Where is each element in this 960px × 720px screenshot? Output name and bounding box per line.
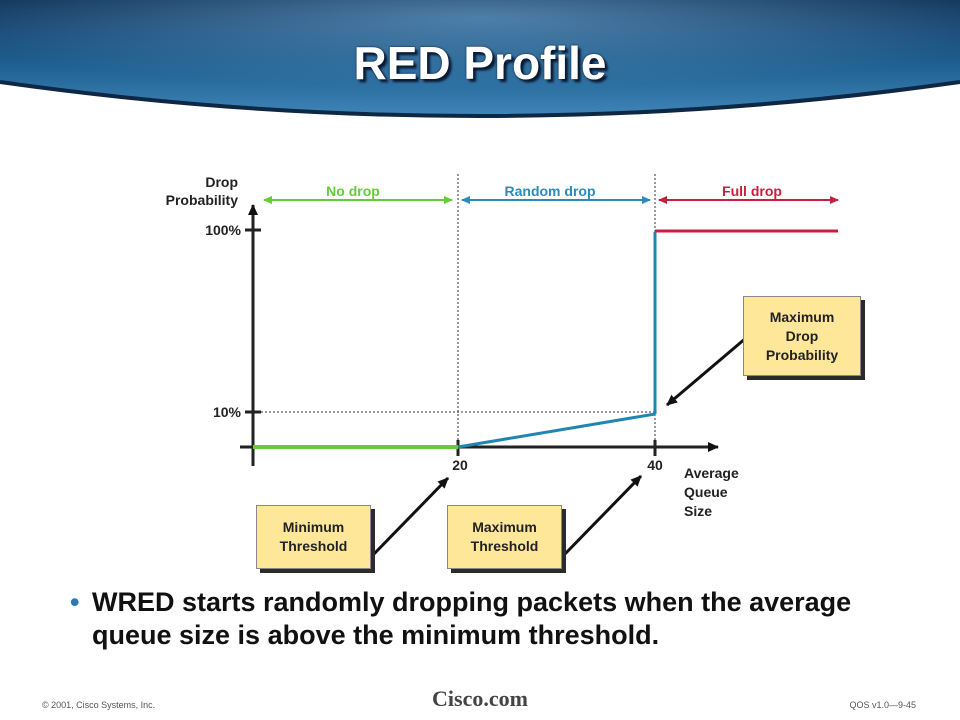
x-axis-label-line-2: Queue [684, 484, 728, 500]
region-label-full-drop: Full drop [722, 183, 782, 199]
callout-max-drop-probability-line-1: Maximum [769, 308, 835, 325]
callout-max-drop-probability-line-3: Probability [765, 346, 839, 363]
footer-copyright: © 2001, Cisco Systems, Inc. [42, 700, 156, 710]
x-tick-label-20: 20 [452, 457, 468, 473]
callout-max-threshold-line-2: Threshold [470, 538, 539, 554]
x-axis-label-line-3: Size [684, 503, 712, 519]
callout-max-threshold: Maximum Threshold [447, 505, 562, 569]
x-tick-label-40: 40 [647, 457, 663, 473]
callout-min-threshold-line-2: Threshold [279, 538, 348, 554]
callout-max-drop-probability: Maximum Drop Probability [743, 296, 861, 376]
callout-min-threshold-line-1: Minimum [282, 519, 345, 535]
y-tick-label-100: 100% [205, 222, 241, 238]
footer-course-code: QOS v1.0—9-45 [849, 700, 916, 710]
region-label-no-drop: No drop [326, 183, 380, 199]
callout-arrow-min-threshold [370, 476, 450, 558]
callout-max-threshold-line-1: Maximum [472, 519, 537, 535]
callout-arrow-max-drop-prob [666, 336, 747, 407]
slide-title: RED Profile [353, 37, 607, 89]
footer-brand-logo: Cisco.com [432, 686, 528, 711]
y-axis-label-line-2: Probability [166, 192, 239, 208]
profile-random-drop-segment [457, 412, 656, 449]
bullet-marker: • [70, 587, 80, 617]
x-axis-label-line-1: Average [684, 465, 739, 481]
header-banner: RED Profile [0, 0, 960, 118]
y-tick-label-10: 10% [213, 404, 242, 420]
header-background [0, 0, 960, 118]
bullet-text: WRED starts randomly dropping packets wh… [92, 587, 852, 650]
callout-arrow-max-threshold [561, 474, 643, 558]
callout-max-drop-probability-line-2: Drop [785, 327, 819, 344]
callout-min-threshold: Minimum Threshold [256, 505, 371, 569]
region-label-random-drop: Random drop [505, 183, 596, 199]
y-axis-label-line-1: Drop [205, 174, 238, 190]
